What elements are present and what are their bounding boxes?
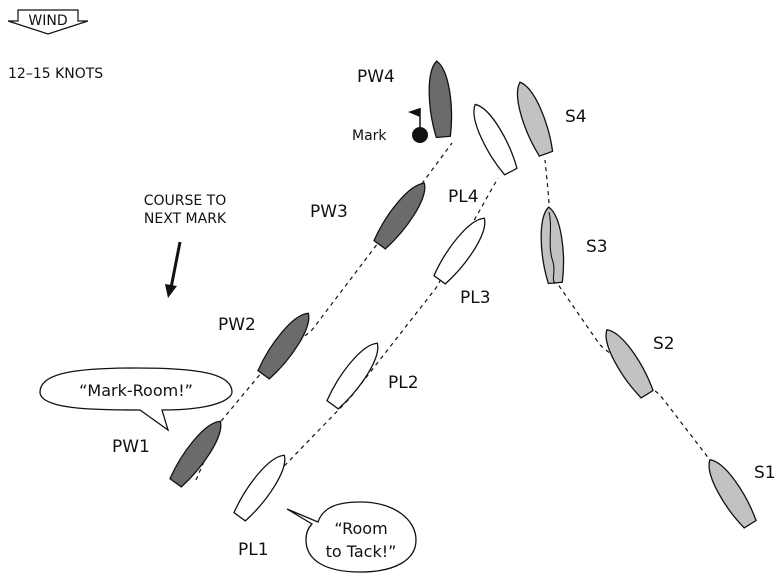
course-arrow-icon: [169, 241, 182, 289]
label-s1: S1: [754, 463, 776, 483]
mark-room-text: “Mark-Room!”: [79, 381, 193, 400]
label-s4: S4: [565, 107, 587, 127]
boat-labels: PW1 PW2 PW3 PW4 PL1 PL2 PL3 PL4 S1 S2 S3…: [112, 67, 776, 560]
callout-room-to-tack: “Room to Tack!”: [286, 501, 417, 573]
pw-boats: [166, 59, 455, 490]
label-s2: S2: [653, 334, 675, 354]
label-pl2: PL2: [388, 373, 419, 393]
boat-pl2: [323, 336, 387, 412]
label-s3: S3: [586, 237, 608, 257]
boat-s4: [509, 78, 557, 158]
label-pw2: PW2: [218, 315, 256, 335]
boat-pl1: [230, 448, 294, 524]
wind-speed: 12–15 KNOTS: [8, 66, 103, 82]
callout-mark-room: “Mark-Room!”: [39, 367, 233, 432]
boat-s1: [700, 453, 760, 531]
wind-label: WIND: [28, 13, 67, 29]
label-pw3: PW3: [310, 202, 348, 222]
mark-label: Mark: [352, 128, 387, 144]
label-pw4: PW4: [357, 67, 395, 87]
boat-pl3: [430, 211, 494, 287]
boat-pw4: [425, 59, 455, 139]
label-pl4: PL4: [448, 187, 479, 207]
flag-icon: [408, 108, 420, 117]
mark: Mark: [352, 108, 428, 144]
label-pl1: PL1: [238, 540, 269, 560]
mark-buoy-icon: [412, 127, 428, 143]
label-pw1: PW1: [112, 437, 150, 457]
wind-indicator: WIND 12–15 KNOTS: [7, 9, 103, 82]
room-to-tack-line2: to Tack!”: [326, 542, 397, 561]
wind-arrow-icon: [7, 9, 89, 35]
course-indicator: COURSE TO NEXT MARK: [144, 193, 227, 298]
room-to-tack-line1: “Room: [334, 519, 387, 538]
pl-boats: [230, 98, 521, 524]
boat-pl4: [465, 98, 521, 178]
course-label-line2: NEXT MARK: [144, 211, 227, 227]
boat-pw2: [254, 306, 318, 382]
boat-pw1: [166, 414, 230, 490]
boat-s2: [597, 323, 657, 401]
course-label-line1: COURSE TO: [144, 193, 227, 209]
label-pl3: PL3: [460, 288, 491, 308]
boat-s3: [537, 205, 567, 285]
speech-bubble: [286, 501, 417, 573]
s-boats: [509, 78, 760, 531]
speech-bubble: [39, 367, 233, 432]
boat-pw3: [370, 176, 434, 252]
